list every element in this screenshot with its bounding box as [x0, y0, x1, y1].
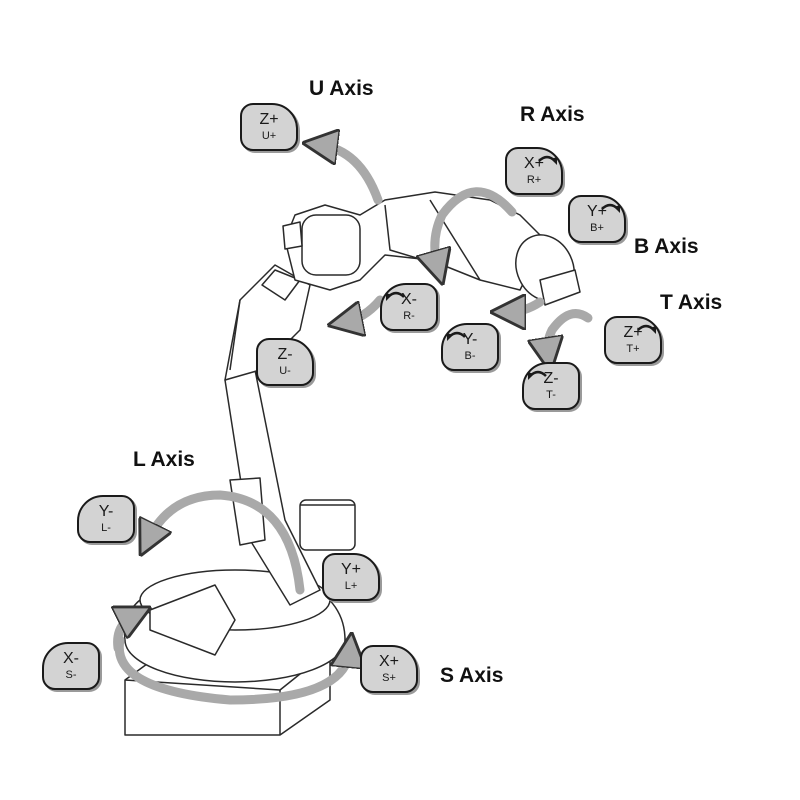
l-plus-key[interactable]: Y+ L+	[322, 553, 380, 601]
rotate-arrow-icon	[386, 291, 405, 301]
s-axis-label: S Axis	[440, 664, 504, 687]
u-minus-key-sub: U-	[279, 365, 291, 377]
b-axis-rotation-arrow	[508, 302, 545, 312]
r-plus-key-main: X+	[523, 155, 544, 172]
robot-wrist	[515, 234, 581, 306]
r-minus-key-main: X-	[401, 291, 417, 308]
t-axis-label: T Axis	[660, 291, 723, 314]
b-minus-key[interactable]: Y- B-	[441, 323, 499, 371]
t-plus-key[interactable]: Z+ T+	[604, 316, 662, 364]
u-axis-label: U Axis	[309, 77, 374, 100]
r-plus-key[interactable]: X+ R+	[505, 147, 563, 195]
s-plus-key-main: X+	[378, 653, 399, 670]
b-plus-key-main: Y+	[586, 203, 607, 220]
b-axis-label: B Axis	[634, 235, 699, 258]
l-axis-rotation-arrow	[148, 490, 305, 595]
t-plus-key-main: Z+	[623, 324, 643, 341]
r-minus-key[interactable]: X- R-	[380, 283, 438, 331]
t-minus-key[interactable]: Z- T-	[522, 362, 580, 410]
s-plus-key[interactable]: X+ S+	[360, 645, 418, 693]
s-plus-key-sub: S+	[382, 672, 396, 684]
l-axis-label: L Axis	[133, 448, 195, 471]
r-axis-rotation-arrow	[435, 187, 517, 268]
t-plus-key-sub: T+	[626, 343, 640, 355]
b-plus-key[interactable]: Y+ B+	[568, 195, 626, 243]
r-minus-key-sub: R-	[403, 310, 415, 322]
u-plus-key-main: Z+	[259, 111, 279, 128]
rotate-arrow-icon	[528, 370, 547, 380]
rotate-arrow-icon	[601, 203, 620, 213]
u-plus-key-sub: U+	[261, 130, 277, 142]
b-minus-key-main: Y-	[462, 331, 478, 348]
l-minus-key[interactable]: Y- L-	[77, 495, 135, 543]
u-minus-key-main: Z-	[277, 346, 293, 363]
rotate-arrow-icon	[637, 324, 656, 334]
s-minus-key[interactable]: X- S-	[42, 642, 100, 690]
robot-lower-arm	[224, 369, 356, 606]
s-minus-key-sub: S-	[65, 669, 77, 681]
s-axis-rotation-ring-front	[114, 640, 350, 705]
u-axis-rotation-arrow	[320, 145, 383, 205]
s-axis-rotation-ring-back	[118, 615, 135, 653]
t-minus-key-sub: T-	[546, 389, 556, 401]
t-axis-rotation-arrow	[548, 309, 593, 355]
r-plus-key-sub: R+	[526, 174, 542, 186]
u-minus-key[interactable]: Z- U-	[256, 338, 314, 386]
b-minus-key-sub: B-	[464, 350, 476, 362]
l-plus-key-sub: L+	[344, 580, 358, 592]
r-axis-label: R Axis	[520, 103, 585, 126]
b-plus-key-sub: B+	[590, 222, 604, 234]
u-axis-rotation-arrow-return	[345, 295, 385, 322]
rotate-arrow-icon	[447, 331, 466, 341]
rotate-arrow-icon	[538, 155, 557, 165]
l-minus-key-main: Y-	[98, 503, 114, 520]
u-plus-key[interactable]: Z+ U+	[240, 103, 298, 151]
t-minus-key-main: Z-	[543, 370, 559, 387]
l-plus-key-main: Y+	[340, 561, 361, 578]
robot-forearm	[282, 191, 546, 291]
l-minus-key-sub: L-	[101, 522, 111, 534]
s-minus-key-main: X-	[63, 650, 79, 667]
